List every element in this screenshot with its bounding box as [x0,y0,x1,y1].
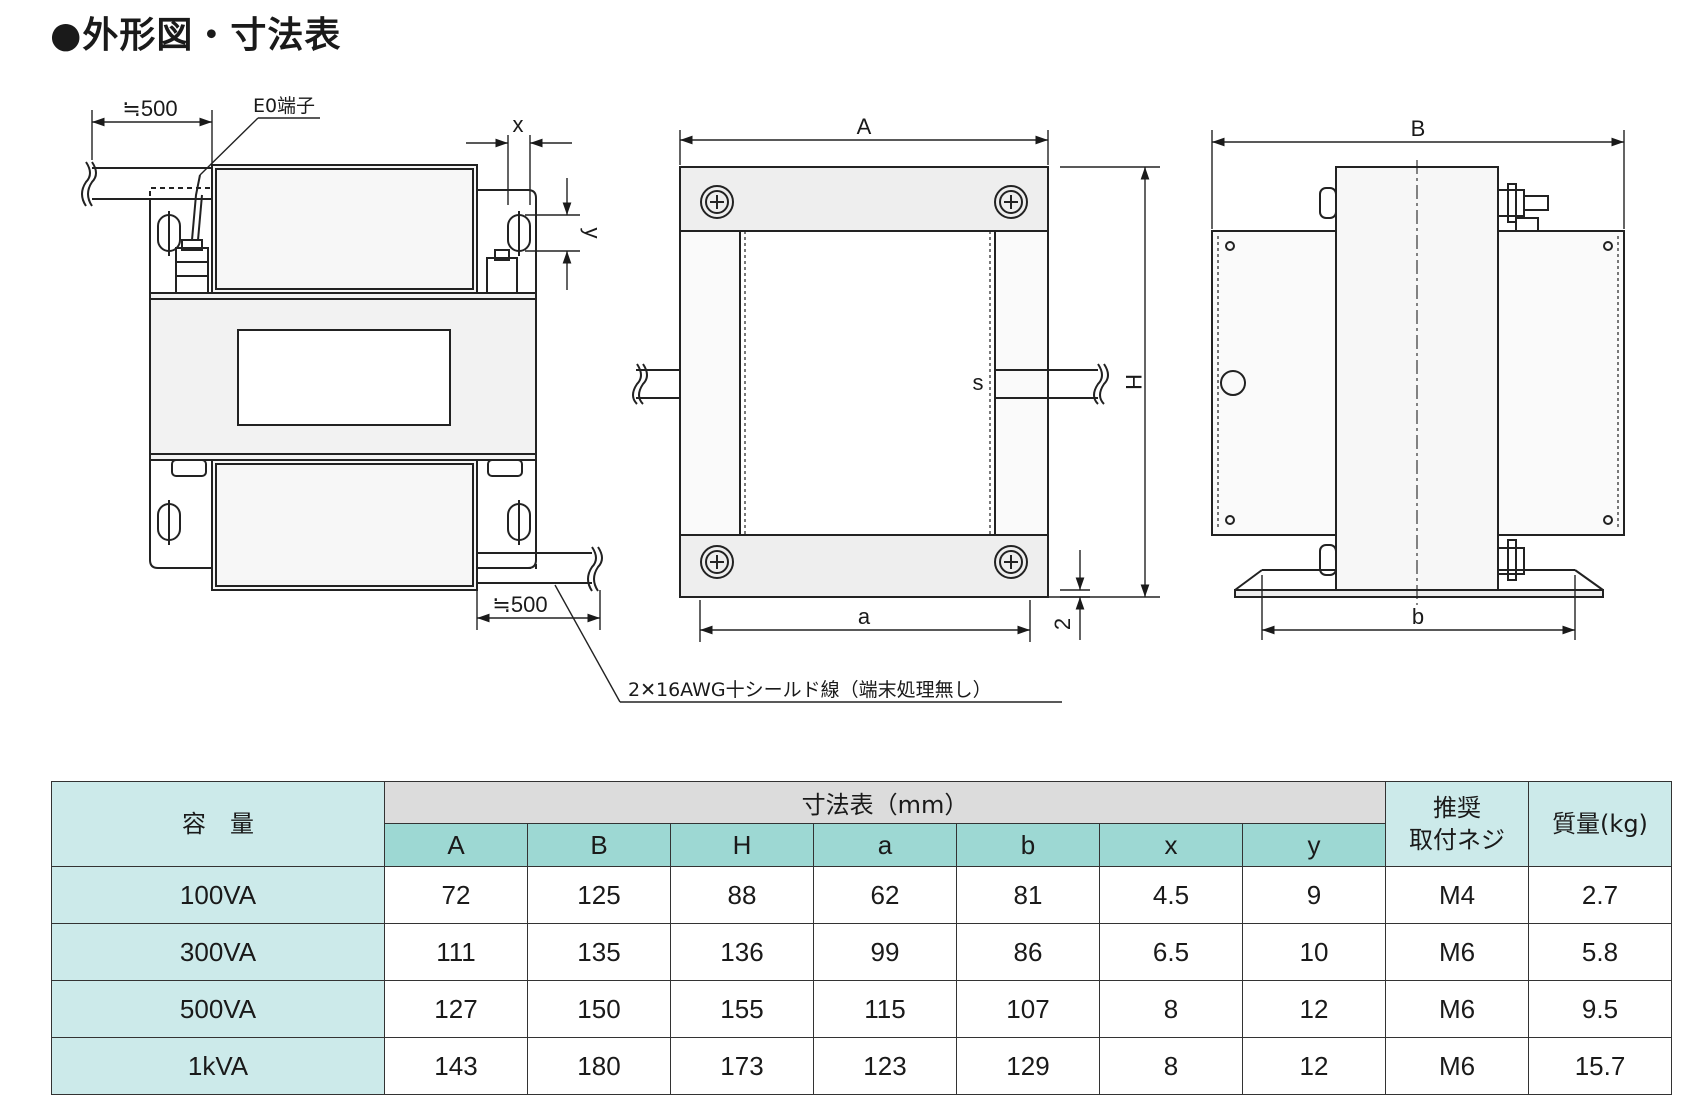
table-row: 500VA 127 150 155 115 107 8 12 M6 9.5 [51,980,1672,1038]
dim-500-bottom: ≒500 [492,592,547,617]
cell-a: 62 [813,866,957,924]
dim-x-label: x [513,112,524,137]
cell-b: 86 [956,923,1100,981]
col-header-y: y [1242,823,1386,867]
cell-y: 9 [1242,866,1386,924]
col-header-B: B [527,823,671,867]
cell-mass: 5.8 [1528,923,1672,981]
cell-b: 129 [956,1037,1100,1095]
cell-H: 88 [670,866,814,924]
table-row: 300VA 111 135 136 99 86 6.5 10 M6 5.8 [51,923,1672,981]
col-header-A: A [384,823,528,867]
dim-H-label: H [1121,374,1146,390]
cell-A: 111 [384,923,528,981]
cell-A: 127 [384,980,528,1038]
cell-mass: 9.5 [1528,980,1672,1038]
cell-x: 6.5 [1099,923,1243,981]
cell-B: 180 [527,1037,671,1095]
dim-500-top: ≒500 [122,96,177,121]
shield-mark-s: s [973,370,984,395]
cell-a: 99 [813,923,957,981]
cell-A: 72 [384,866,528,924]
outline-drawing: ≒500 E0端子 x y ≒500 2✕16AWG十シールド線（端末処理無し） [81,95,1625,703]
e0-terminal-label: E0端子 [253,95,315,117]
front-view [81,161,603,592]
col-header-H: H [670,823,814,867]
dim-A-label: A [857,114,872,139]
dimension-group-header: 寸法表（mm） [384,781,1386,824]
screw-header-line1: 推奨 [1433,794,1481,822]
cell-H: 136 [670,923,814,981]
cell-screw: M6 [1385,923,1529,981]
cell-mass: 2.7 [1528,866,1672,924]
cell-b: 81 [956,866,1100,924]
cell-B: 150 [527,980,671,1038]
page-title: ●外形図・寸法表 [50,15,342,56]
dim-2-label: 2 [1050,618,1075,630]
end-view [1211,160,1625,605]
dimension-table-wrapper: 容 量 寸法表（mm） 推奨 取付ネジ 質量(kg) A B H a b x y… [51,781,1672,1095]
cell-B: 125 [527,866,671,924]
dim-a-label: a [858,604,871,629]
row-capacity: 1kVA [51,1037,385,1095]
cell-y: 12 [1242,1037,1386,1095]
dim-B-label: B [1411,116,1426,141]
row-capacity: 100VA [51,866,385,924]
cell-screw: M4 [1385,866,1529,924]
cell-H: 173 [670,1037,814,1095]
capacity-header: 容 量 [51,781,385,867]
cable-note: 2✕16AWG十シールド線（端末処理無し） [628,679,992,701]
cell-a: 123 [813,1037,957,1095]
cell-y: 12 [1242,980,1386,1038]
cell-x: 4.5 [1099,866,1243,924]
dim-b-label: b [1412,604,1424,629]
row-capacity: 300VA [51,923,385,981]
cell-a: 115 [813,980,957,1038]
table-row: 100VA 72 125 88 62 81 4.5 9 M4 2.7 [51,866,1672,924]
cell-x: 8 [1099,1037,1243,1095]
cell-mass: 15.7 [1528,1037,1672,1095]
screw-header: 推奨 取付ネジ [1385,781,1529,867]
mass-header: 質量(kg) [1528,781,1672,867]
cell-x: 8 [1099,980,1243,1038]
cell-y: 10 [1242,923,1386,981]
row-capacity: 500VA [51,980,385,1038]
cell-b: 107 [956,980,1100,1038]
cell-H: 155 [670,980,814,1038]
table-row: 1kVA 143 180 173 123 129 8 12 M6 15.7 [51,1037,1672,1095]
dimension-table: 容 量 寸法表（mm） 推奨 取付ネジ 質量(kg) A B H a b x y… [51,781,1672,1095]
col-header-a: a [813,823,957,867]
dim-y-label: y [580,228,605,239]
cell-screw: M6 [1385,1037,1529,1095]
side-view [632,166,1109,598]
col-header-b: b [956,823,1100,867]
screw-header-line2: 取付ネジ [1409,826,1505,854]
col-header-x: x [1099,823,1243,867]
cell-screw: M6 [1385,980,1529,1038]
cell-A: 143 [384,1037,528,1095]
cell-B: 135 [527,923,671,981]
